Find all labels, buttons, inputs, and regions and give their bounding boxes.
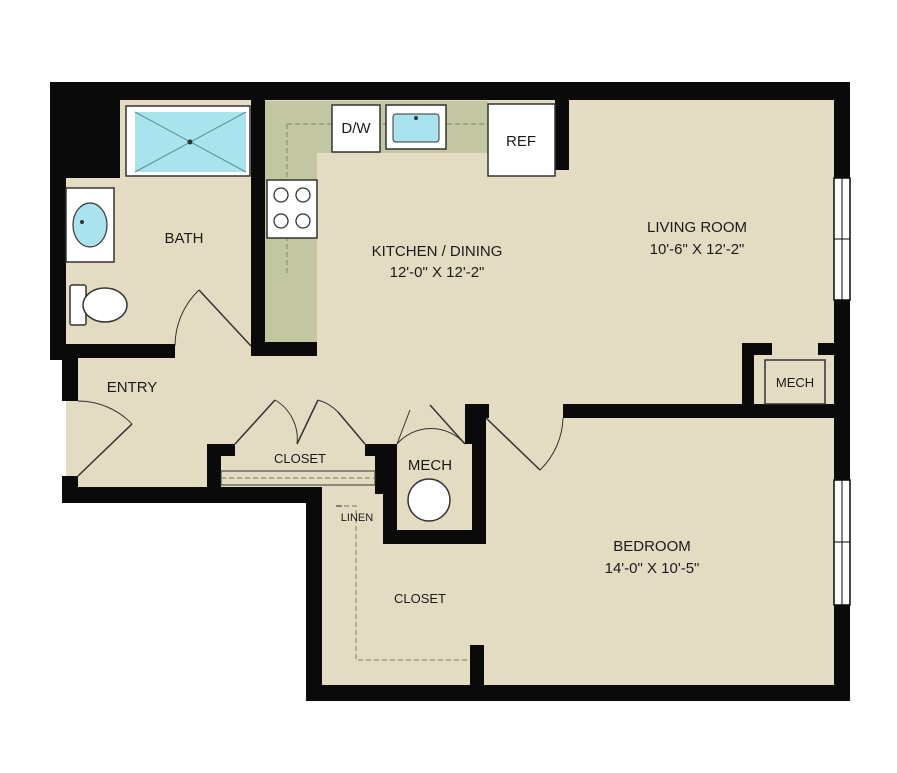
mech-hall-label: MECH (408, 457, 452, 474)
room-labels: BATH KITCHEN / DINING 12'-0" X 12'-2" LI… (107, 219, 814, 606)
refrigerator-box: REF (487, 103, 556, 177)
wall-entry-bottom (62, 487, 322, 503)
wall-kitchen-stub (251, 342, 317, 356)
wall-west-upper (50, 82, 66, 360)
wall-bedroom-top (563, 404, 848, 418)
hall-closet-label: CLOSET (274, 451, 326, 466)
walls (50, 82, 850, 701)
wall-mech-hall-top (465, 404, 485, 444)
dishwasher-box: D/W (331, 104, 381, 153)
closet-shelves (220, 470, 470, 661)
mech-living-box (764, 359, 826, 405)
window-icon (833, 177, 851, 301)
wall-bottom (306, 685, 850, 701)
wall-bedroom-west-low (470, 645, 484, 690)
wall-mech-living-top2 (818, 343, 834, 355)
bedroom-label: BEDROOM (613, 538, 691, 555)
door-swing-icon (77, 400, 133, 477)
refrigerator-label: REF (506, 133, 536, 150)
bath-sink-icon (65, 187, 115, 263)
wall-ref-side (555, 98, 569, 170)
toilet-icon (69, 284, 128, 326)
linen-label: LINEN (341, 512, 373, 524)
wall-entry-west (62, 351, 78, 401)
cooktop-icon (266, 179, 318, 239)
wall-closet-left (207, 444, 221, 494)
kitchen-label: KITCHEN / DINING (372, 243, 503, 260)
shower-icon (125, 105, 251, 177)
living-label: LIVING ROOM (647, 219, 747, 236)
wall-mech-living-west (742, 343, 754, 410)
kitchen-dims: 12'-0" X 12'-2" (390, 264, 485, 281)
entry-label: ENTRY (107, 379, 158, 396)
mech-living-label: MECH (776, 375, 814, 390)
door-swing-icon (396, 404, 466, 445)
water-heater-icon (407, 478, 451, 522)
door-swing-icon (174, 289, 252, 347)
kitchen-sink-icon (385, 104, 447, 150)
dishwasher-label: D/W (341, 120, 371, 137)
windows (833, 177, 851, 606)
wall-mech-hall-left (383, 444, 397, 544)
wall-bath-east (251, 98, 265, 354)
wall-mech-living-top (742, 343, 772, 355)
wall-closet-top-left (207, 444, 235, 456)
wall-bath-bottom (50, 344, 175, 358)
window-icon (833, 479, 851, 606)
wall-top (50, 82, 850, 100)
door-swing-icon (485, 417, 564, 471)
living-dims: 10'-6" X 12'-2" (650, 241, 745, 258)
door-swings (77, 289, 564, 477)
wall-east (834, 82, 850, 700)
bath-label: BATH (165, 230, 204, 247)
door-swing-icon (234, 399, 366, 445)
floor-area (66, 98, 834, 685)
bedroom-dims: 14'-0" X 10'-5" (605, 560, 700, 577)
wall-entry-west-low (62, 476, 78, 503)
wall-mech-hall-bottom (383, 530, 486, 544)
bedroom-closet-label: CLOSET (394, 591, 446, 606)
bedroom-floor (486, 410, 834, 685)
wall-lower-west (306, 491, 322, 701)
